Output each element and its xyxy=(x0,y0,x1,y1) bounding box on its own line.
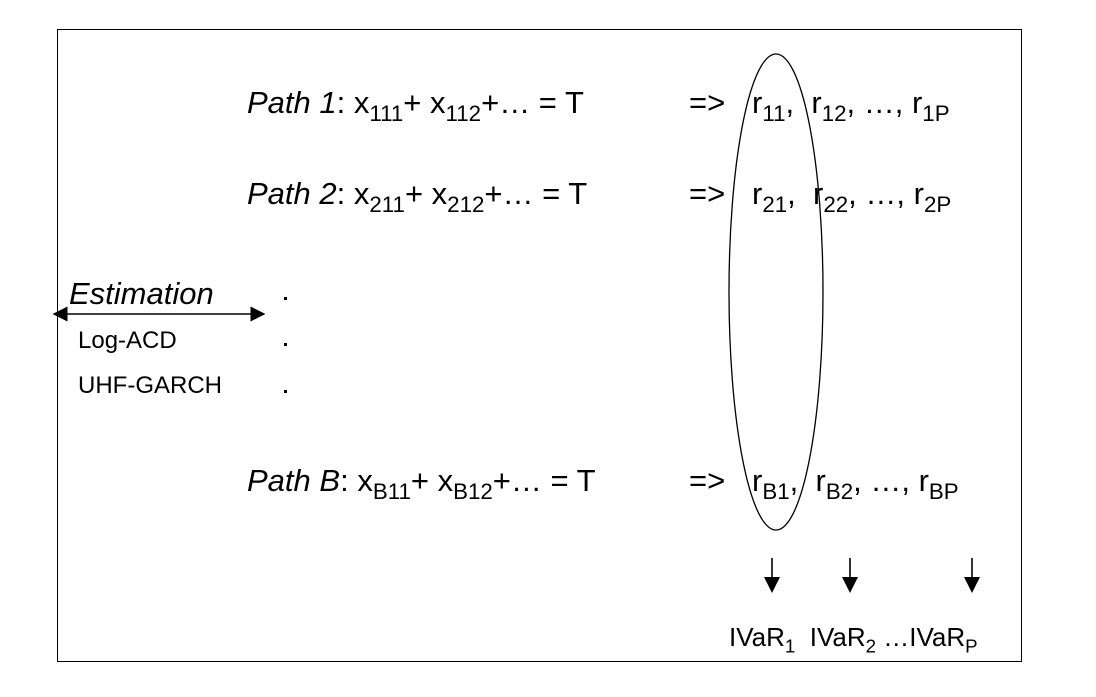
path-row-b-returns: rB1, rB2, …, rBP xyxy=(752,463,959,504)
path-label: Path 2 xyxy=(247,176,337,211)
path-row-2: Path 2: x211+ x212+… = T xyxy=(247,176,588,217)
path-row-1-returns: r11, r12, …, r1P xyxy=(752,85,950,126)
diagram-frame xyxy=(57,29,1022,662)
column-ellipse xyxy=(728,53,824,531)
model-uhf-garch: UHF-GARCH xyxy=(78,372,222,399)
ellipsis-dot-3 xyxy=(284,390,287,393)
path-label: Path B xyxy=(247,463,341,498)
path-row-b-arrow: => xyxy=(689,463,726,498)
path-row-b: Path B: xB11+ xB12+… = T xyxy=(247,463,596,504)
path-label: Path 1 xyxy=(247,85,337,120)
ellipsis-dot-1 xyxy=(284,297,287,300)
ivar-outputs: IVaR1 IVaR2 …IVaRP xyxy=(729,622,978,657)
model-log-acd: Log-ACD xyxy=(78,327,177,354)
estimation-title: Estimation xyxy=(69,276,214,311)
ellipsis-dot-2 xyxy=(284,343,287,346)
path-row-1-arrow: => xyxy=(689,85,726,120)
path-row-1: Path 1: x111+ x112+… = T xyxy=(247,85,584,126)
path-row-2-arrow: => xyxy=(689,176,726,211)
path-row-2-returns: r21, r22, …, r2P xyxy=(752,176,952,217)
